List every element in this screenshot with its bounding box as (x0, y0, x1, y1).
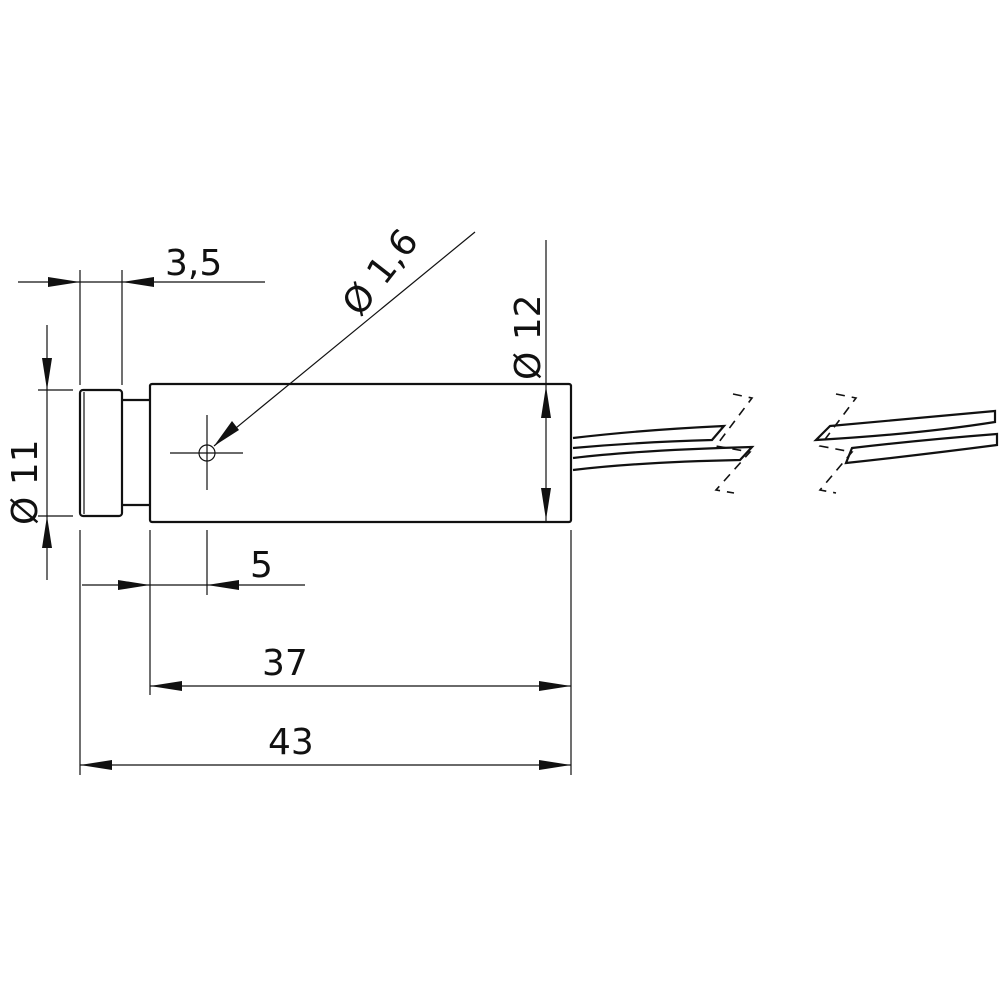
neck (122, 398, 150, 507)
dim-front-diameter (38, 325, 73, 580)
dim-total-length (79, 530, 571, 775)
label-body-length: 37 (262, 643, 308, 684)
dim-body-diameter (541, 240, 551, 522)
wires-left (572, 424, 755, 472)
label-body-diameter: Ø 12 (508, 294, 549, 380)
label-aperture-offset: 5 (250, 545, 273, 586)
label-front-diameter: Ø 11 (5, 439, 46, 525)
aperture-hole (170, 415, 243, 490)
label-total-length: 43 (268, 722, 314, 763)
dim-body-length (149, 530, 572, 775)
body (148, 382, 573, 524)
label-front-length: 3,5 (165, 243, 222, 284)
break-lines (714, 393, 858, 494)
dim-aperture-offset (82, 530, 305, 600)
label-aperture-diameter: Ø 1,6 (335, 222, 427, 324)
dim-front-length (18, 270, 265, 385)
dim-aperture-leader (213, 231, 476, 447)
front-cap (78, 388, 124, 518)
wires-right (813, 409, 999, 465)
